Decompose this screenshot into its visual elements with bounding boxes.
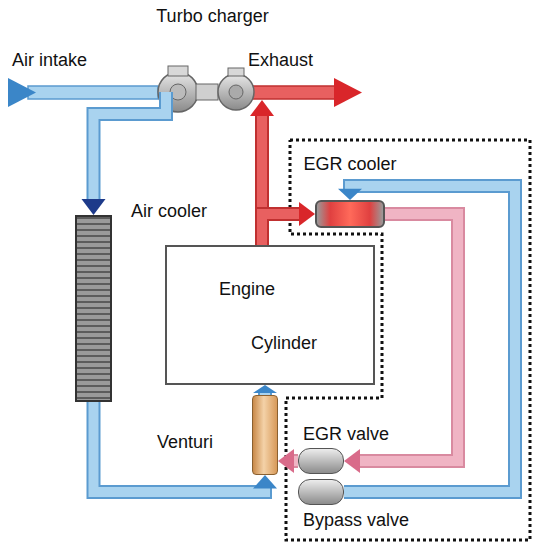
air-cooler: Air cooler — [75, 215, 112, 402]
pipe-connector — [82, 92, 167, 215]
intake-arrowhead — [8, 78, 36, 107]
node-label: Air cooler — [128, 200, 210, 223]
pipe-connector — [278, 449, 298, 473]
pipe-arrowhead — [250, 100, 274, 116]
pipe-connector — [94, 402, 278, 492]
egr-cooler: EGR cooler — [315, 200, 385, 228]
pipe-connector — [262, 202, 315, 245]
pipe-line — [94, 92, 167, 200]
bypass-valve: Bypass valve — [298, 479, 344, 505]
node-label: Bypass valve — [303, 510, 409, 531]
pipe-arrowhead — [253, 385, 277, 393]
pipe-arrowhead — [82, 199, 106, 215]
venturi: Venturi — [252, 395, 278, 475]
flow-label: Air intake — [12, 50, 87, 71]
egr-valve: EGR valve — [298, 448, 344, 474]
node-label: Cylinder — [251, 333, 317, 354]
pipe-line — [262, 214, 300, 245]
node-label: Turbo charger — [140, 6, 285, 27]
pipe-line — [94, 92, 167, 200]
node-label: Engine — [219, 279, 275, 300]
flow-label: Exhaust — [248, 50, 313, 71]
intake-pipe — [28, 86, 158, 99]
pipe-line — [94, 402, 266, 492]
pipe-arrowhead — [344, 449, 360, 473]
exhaust-arrowhead — [334, 78, 362, 107]
engine-box: EngineCylinder — [165, 245, 375, 385]
pipe-arrowhead — [253, 475, 277, 489]
pipe-line — [94, 402, 266, 492]
pipe-arrowhead — [278, 449, 294, 473]
pipe-arrowhead — [299, 202, 315, 226]
node-label: Venturi — [157, 432, 213, 453]
node-label: EGR cooler — [303, 154, 396, 175]
pipe-connector — [253, 385, 277, 395]
pipe-arrowhead — [338, 189, 362, 200]
node-label: EGR valve — [303, 424, 389, 445]
pipe-line — [262, 214, 300, 245]
